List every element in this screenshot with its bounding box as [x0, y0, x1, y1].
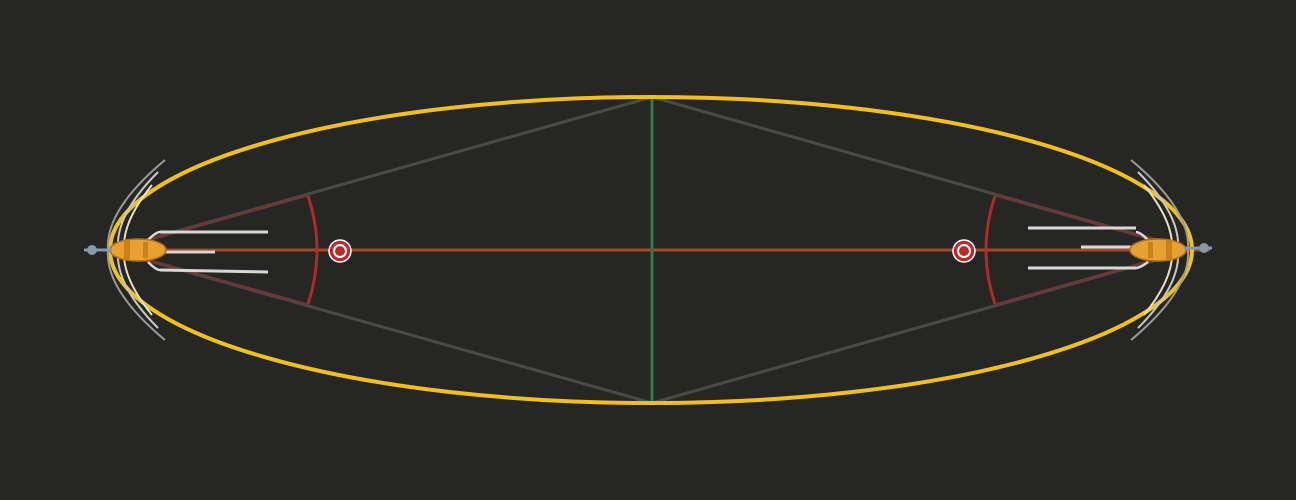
focus-icon-ring	[957, 244, 971, 258]
antenna-reflector-arc	[1130, 159, 1190, 341]
focus-marker-left	[328, 239, 352, 263]
yagi-antenna-icon	[1028, 159, 1212, 341]
antenna-body	[1129, 238, 1187, 262]
antenna-element	[147, 230, 161, 272]
angle-arc-left	[306, 195, 319, 305]
antenna-element	[159, 268, 269, 274]
yagi-antenna-icon	[84, 159, 269, 341]
focus-icon	[328, 239, 352, 263]
focus-icon	[952, 239, 976, 263]
antenna-body-detail	[1148, 242, 1153, 258]
antenna-body-detail	[143, 242, 148, 258]
antenna-cap	[1199, 243, 1209, 253]
antenna-body-detail	[1166, 240, 1172, 260]
angle-arc-right	[984, 195, 997, 305]
focus-marker-right	[952, 239, 976, 263]
antenna-body-detail	[124, 240, 130, 260]
antenna-body	[109, 238, 167, 262]
focus-icon-ring	[333, 244, 347, 258]
antenna-element	[1135, 230, 1149, 270]
antenna-cap	[87, 245, 97, 255]
